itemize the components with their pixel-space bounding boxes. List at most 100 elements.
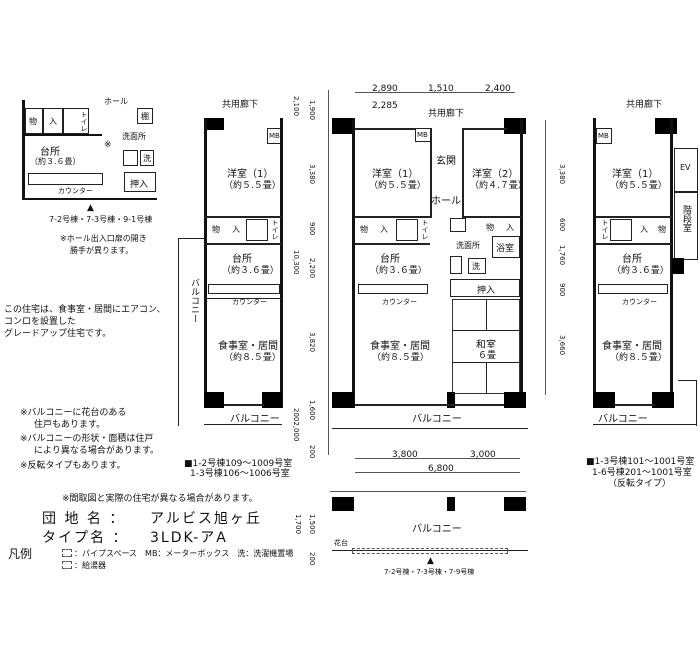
left-kitchen-size: （約３.６畳） xyxy=(222,266,279,276)
wall-mid-2 xyxy=(462,216,522,218)
main-living-label: 食事室・居間 xyxy=(370,341,430,352)
right-units-3: （反転タイプ） xyxy=(608,479,672,489)
main-counter-unit xyxy=(358,284,428,294)
right-counter-unit xyxy=(598,284,668,294)
left-counter-unit xyxy=(208,284,280,294)
main-wall-west xyxy=(352,118,355,408)
small-storage-2: 入 xyxy=(43,108,63,134)
wall-v-2 xyxy=(462,128,464,218)
small-x-mark: ※ xyxy=(104,140,112,150)
left-pillar-bottom-2 xyxy=(262,392,282,408)
top-dim-2: 1,510 xyxy=(428,84,454,94)
bal-pillar-m xyxy=(447,497,455,511)
small-kitchen-label: 台所 xyxy=(40,147,60,158)
main-wash: 洗 xyxy=(468,258,486,274)
pillar-br xyxy=(504,392,526,408)
disclaimer: ※間取図と実際の住宅が異なる場合があります。 xyxy=(62,494,258,504)
main-window xyxy=(354,404,504,406)
left-living-label: 食事室・居間 xyxy=(218,341,278,352)
right-kitchen-label: 台所 xyxy=(622,254,642,265)
bath-room: 浴室 xyxy=(492,236,520,258)
left-western1-label: 洋室（1） xyxy=(227,169,274,180)
right-kitchen-size: （約３.６畳） xyxy=(612,266,669,276)
note-3: ※バルコニーの形状・面積は住戸 xyxy=(20,434,154,444)
bottom-dim-line-2 xyxy=(355,472,520,473)
left-western1-size: （約５.５畳） xyxy=(224,181,281,191)
bal-dim-1: 1,700 xyxy=(294,514,302,535)
bal-detail-label: バルコニー xyxy=(412,524,462,535)
legend-2: ：給湯器 xyxy=(74,561,106,570)
left-wall-east xyxy=(280,118,283,408)
right-side-rail xyxy=(678,380,696,381)
main-kitchen-label: 台所 xyxy=(380,254,400,265)
legend-1: ：パイプスペース MB：メーターボックス 洗：洗濯機置場 xyxy=(74,549,294,558)
main-mb: MB xyxy=(415,128,431,142)
right-western1-label: 洋室（1） xyxy=(612,169,659,180)
right-western1-size: （約５.５畳） xyxy=(610,181,667,191)
complex-label: 団 地 名 ： xyxy=(42,511,126,527)
right-wall-2 xyxy=(596,243,672,245)
right-wall-west xyxy=(593,118,596,408)
left-toilet-label: トイレ xyxy=(271,219,279,240)
bal-dim-3: 200 xyxy=(308,552,316,566)
wall-mid-1 xyxy=(355,216,430,218)
bal-rail xyxy=(332,550,528,551)
left-balcony-rail xyxy=(204,424,282,425)
right-wall-east xyxy=(670,118,673,408)
right-pillar-bl xyxy=(593,392,615,408)
hanadai-box xyxy=(352,548,508,554)
small-buildings: 7-2号棟・7-3号棟・9-1号棟 xyxy=(49,215,153,224)
main-western1-label: 洋室（1） xyxy=(372,169,419,180)
pillar-tl xyxy=(332,118,354,134)
main-western2-label: 洋室（2） xyxy=(472,169,519,180)
right-corridor-label: 共用廊下 xyxy=(626,100,663,110)
right-toilet xyxy=(610,219,632,241)
right-window xyxy=(615,404,655,406)
main-corridor-label: 共用廊下 xyxy=(428,109,465,119)
small-storage-1: 物 xyxy=(25,108,43,134)
bal-pillar-l xyxy=(332,497,354,511)
aircon-note-1: この住宅は、食事室・居間にエアコン、 xyxy=(4,305,166,315)
left-toilet xyxy=(246,219,268,241)
right-pillar-top xyxy=(655,118,677,134)
left-dim-4: 900 xyxy=(308,222,316,236)
main-storage-1: 物 xyxy=(360,225,368,234)
hanadai-label: 花台 xyxy=(334,539,348,547)
left-living-size: （約８.５畳） xyxy=(224,353,281,363)
japanese-label: 和室 xyxy=(476,336,496,351)
small-hall-label: ホール xyxy=(104,97,128,106)
tatami-line-3 xyxy=(486,299,487,330)
small-aircon xyxy=(123,150,138,166)
left-dim-1: 2,100 xyxy=(292,96,300,117)
small-washroom-label: 洗面所 xyxy=(122,132,146,141)
small-shelf: 棚 xyxy=(137,108,153,124)
wall-v-1 xyxy=(430,128,432,218)
main-balcony-label: バルコニー xyxy=(412,414,462,425)
wall-top-2 xyxy=(462,128,507,130)
right-dim-3: 1,760 xyxy=(558,245,566,266)
left-wall-west xyxy=(204,118,207,408)
aircon-note-2: コンロを設置した xyxy=(4,317,77,327)
bal-pillar-r xyxy=(504,497,526,511)
right-pillar-br xyxy=(652,392,674,408)
main-washroom-label: 洗面所 xyxy=(456,241,480,250)
small-counter-unit xyxy=(28,173,103,185)
small-toilet: トイレ xyxy=(63,108,89,134)
right-dim-5: 3,660 xyxy=(558,335,566,356)
left-units-2: 1-3号棟106～1006号室 xyxy=(190,469,290,479)
note-2: 住戸もあります。 xyxy=(34,420,106,430)
right-dim-4: 900 xyxy=(558,283,566,297)
small-closet: 押入 xyxy=(124,172,156,192)
wall-top-1 xyxy=(355,128,415,130)
left-side-rail xyxy=(178,238,179,426)
bal-top-line xyxy=(330,491,526,492)
left-dim-10: 200 xyxy=(308,445,316,459)
left-dim-6: 10,300 xyxy=(292,250,300,275)
right-storage-2: 物 xyxy=(658,225,666,234)
main-living-size: （約８.５畳） xyxy=(372,353,429,363)
pipe-space-icon xyxy=(62,549,72,557)
right-dim-line xyxy=(545,120,546,395)
tatami-line-1 xyxy=(452,330,520,331)
left-window xyxy=(224,404,264,406)
small-note-1: ※ホール出入口扉の開き xyxy=(60,234,147,243)
